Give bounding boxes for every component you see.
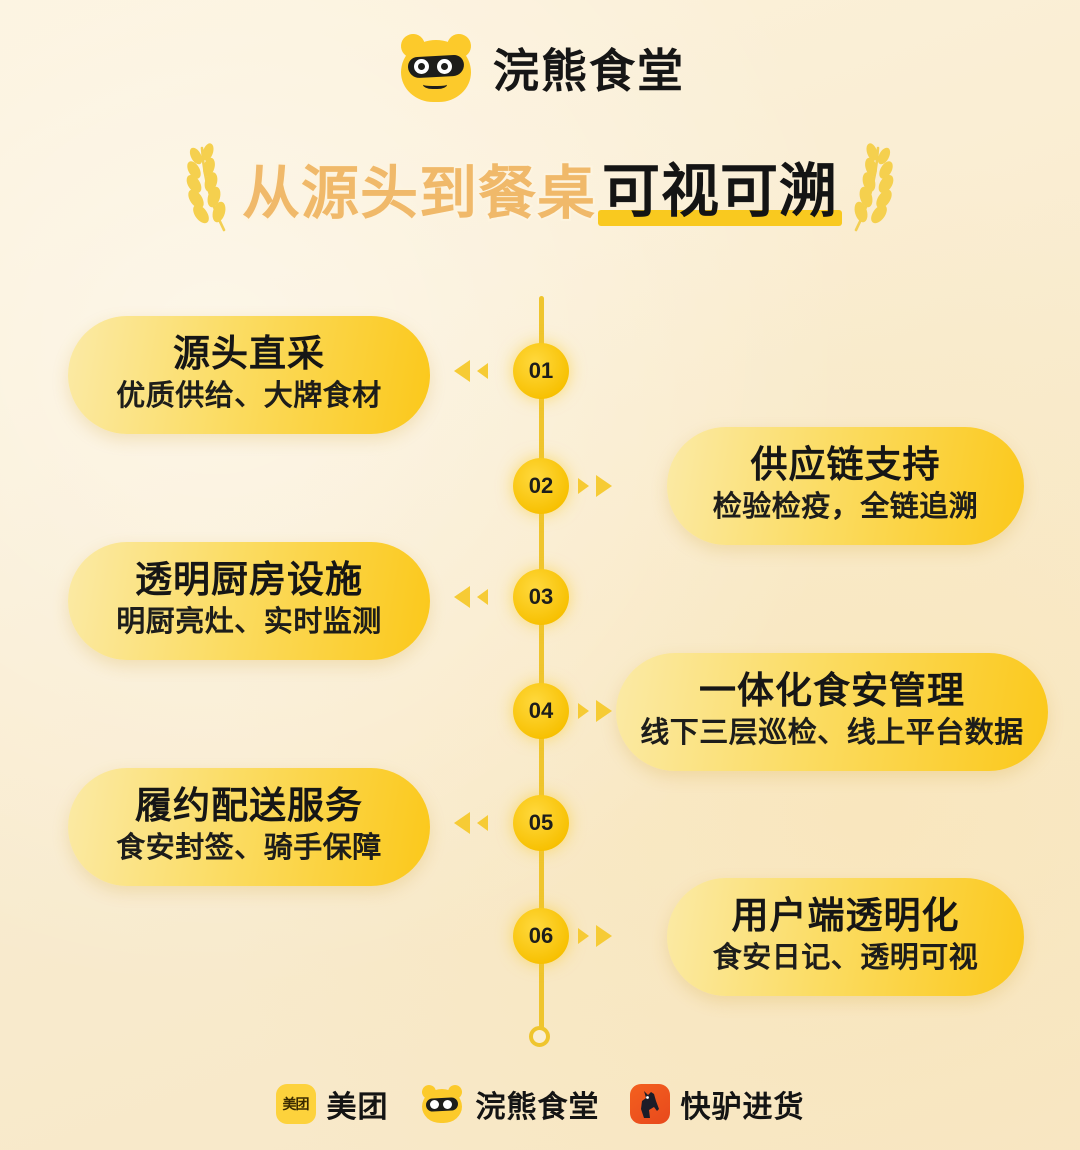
step-arrows-02 — [578, 475, 612, 497]
wheat-stalk-right-icon — [854, 143, 894, 232]
raccoon-logo-icon — [419, 1083, 465, 1124]
step-arrows-01 — [454, 360, 488, 382]
timeline-axis — [539, 296, 544, 1036]
step-card-subtitle: 食安日记、透明可视 — [712, 942, 979, 975]
step-node-05[interactable]: 05 — [513, 795, 569, 851]
title-main-text: 从源头到餐桌 — [240, 159, 597, 228]
step-card-title: 一体化食安管理 — [699, 669, 965, 711]
step-arrows-06 — [578, 925, 612, 947]
step-node-01[interactable]: 01 — [513, 343, 569, 399]
raccoon-head-icon — [395, 30, 477, 104]
step-card-06[interactable]: 用户端透明化 食安日记、透明可视 — [667, 878, 1024, 996]
title-emphasis-text: 可视可溯 — [602, 159, 839, 224]
step-node-04[interactable]: 04 — [513, 683, 569, 739]
brand-header: 浣熊食堂 — [0, 30, 1080, 104]
footer-brand-raccoon[interactable]: 浣熊食堂 — [419, 1082, 600, 1126]
step-card-03[interactable]: 透明厨房设施 明厨亮灶、实时监测 — [68, 542, 430, 660]
footer-brand-label: 美团 — [326, 1091, 389, 1124]
step-card-subtitle: 优质供给、大牌食材 — [116, 380, 382, 413]
step-card-title: 供应链支持 — [750, 443, 941, 485]
step-card-title: 履约配送服务 — [135, 784, 363, 826]
brand-name: 浣熊食堂 — [493, 45, 685, 97]
step-card-title: 源头直采 — [173, 332, 325, 374]
step-card-title: 透明厨房设施 — [135, 558, 363, 600]
footer-brand-label: 快驴进货 — [680, 1091, 805, 1124]
step-card-subtitle: 检验检疫，全链追溯 — [712, 491, 979, 524]
title-emphasis-wrap: 可视可溯 — [598, 144, 843, 228]
step-arrows-05 — [454, 812, 488, 834]
meituan-logo-icon: 美团 — [275, 1084, 316, 1124]
kuailv-donkey-logo-icon — [629, 1084, 670, 1124]
step-node-03[interactable]: 03 — [513, 569, 569, 625]
footer-brand-label: 浣熊食堂 — [475, 1091, 600, 1124]
step-card-subtitle: 食安封签、骑手保障 — [116, 832, 382, 865]
step-card-01[interactable]: 源头直采 优质供给、大牌食材 — [68, 316, 430, 434]
page-title: 从源头到餐桌 可视可溯 — [0, 138, 1080, 234]
step-card-04[interactable]: 一体化食安管理 线下三层巡检、线上平台数据 — [616, 653, 1048, 771]
step-node-02[interactable]: 02 — [513, 458, 569, 514]
footer-brand-bar: 美团 美团 浣熊食堂 快驴进货 — [0, 1082, 1080, 1126]
timeline-end-marker — [529, 1026, 550, 1047]
step-card-02[interactable]: 供应链支持 检验检疫，全链追溯 — [667, 427, 1024, 545]
step-card-subtitle: 线下三层巡检、线上平台数据 — [640, 717, 1024, 750]
footer-brand-kuailv[interactable]: 快驴进货 — [629, 1082, 805, 1126]
footer-brand-meituan[interactable]: 美团 美团 — [275, 1082, 389, 1126]
step-arrows-03 — [454, 586, 488, 608]
step-card-subtitle: 明厨亮灶、实时监测 — [116, 606, 382, 639]
step-arrows-04 — [578, 700, 612, 722]
step-card-05[interactable]: 履约配送服务 食安封签、骑手保障 — [68, 768, 430, 886]
wheat-stalk-left-icon — [186, 143, 226, 232]
step-node-06[interactable]: 06 — [513, 908, 569, 964]
step-card-title: 用户端透明化 — [731, 894, 960, 936]
